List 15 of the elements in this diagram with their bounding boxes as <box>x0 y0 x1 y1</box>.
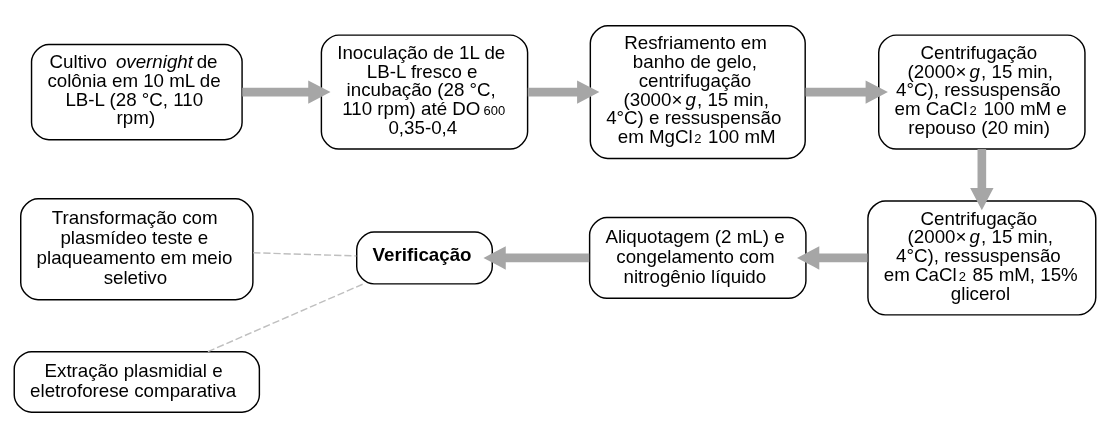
node-box: Extração plasmidial e eletroforese comparativa <box>13 350 261 413</box>
arrow <box>970 148 994 210</box>
node-box: Cultivo overnight de colônia em 10 mL de LB-L (28 °C, 110 rpm) <box>30 43 243 140</box>
node-box: Verificação <box>356 230 493 285</box>
arrow <box>797 245 868 270</box>
node-box: Transformação com plasmídeo teste e plaqueamento em meio seletivo <box>20 197 254 300</box>
node-box: Resfriamento em banho de gelo, centrifugação (3000×g, 15 min, 4°C) e ressuspensão em MgCl2 100 mM <box>589 24 806 159</box>
arrow <box>527 79 600 104</box>
arrow <box>805 79 888 104</box>
connector <box>252 251 358 257</box>
arrow <box>242 79 331 104</box>
connector <box>207 282 364 352</box>
node-box: Aliquotagem (2 mL) e congelamento com nitrogênio líquido <box>588 216 807 299</box>
node-box: Centrifugação (2000×g, 15 min, 4°C), ressuspensão em CaCl2 85 mM, 15% glicerol <box>867 199 1097 316</box>
arrow <box>483 245 590 270</box>
